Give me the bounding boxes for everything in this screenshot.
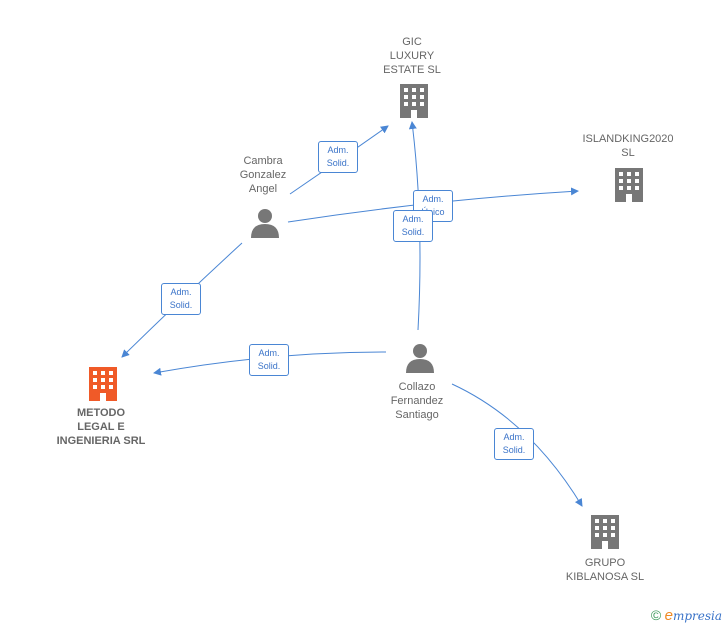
person-cambra-label[interactable]: Cambra Gonzalez Angel [239, 155, 287, 195]
company-metodo-label[interactable]: METODO LEGAL E INGENIERIA SRL [56, 407, 146, 447]
building-icon [89, 367, 117, 401]
copyright-icon: © [650, 607, 662, 623]
footer-branding: © empresia [651, 607, 722, 624]
edge-label-cambra-metodo: Adm. Solid. [161, 283, 201, 315]
company-grupo-label[interactable]: GRUPO KIBLANOSA SL [565, 557, 645, 583]
edge-label-collazo-metodo: Adm. Solid. [249, 344, 289, 376]
edge-label-collazo-gic: Adm. Solid. [393, 210, 433, 242]
edge-label-collazo-grupo: Adm. Solid. [494, 428, 534, 460]
person-collazo-label[interactable]: Collazo Fernandez Santiago [390, 381, 444, 421]
brand-name: mpresia [672, 609, 722, 623]
brand-logo-initial: e [664, 607, 673, 624]
building-icon [591, 515, 619, 549]
building-icon [615, 168, 643, 202]
company-islandking-label[interactable]: ISLANDKING2020 SL [582, 133, 674, 159]
person-icon [251, 209, 279, 238]
edge-label-cambra-gic: Adm. Solid. [318, 141, 358, 173]
building-icon [400, 84, 428, 118]
company-gic-label[interactable]: GIC LUXURY ESTATE SL [383, 36, 441, 76]
person-icon [406, 344, 434, 373]
